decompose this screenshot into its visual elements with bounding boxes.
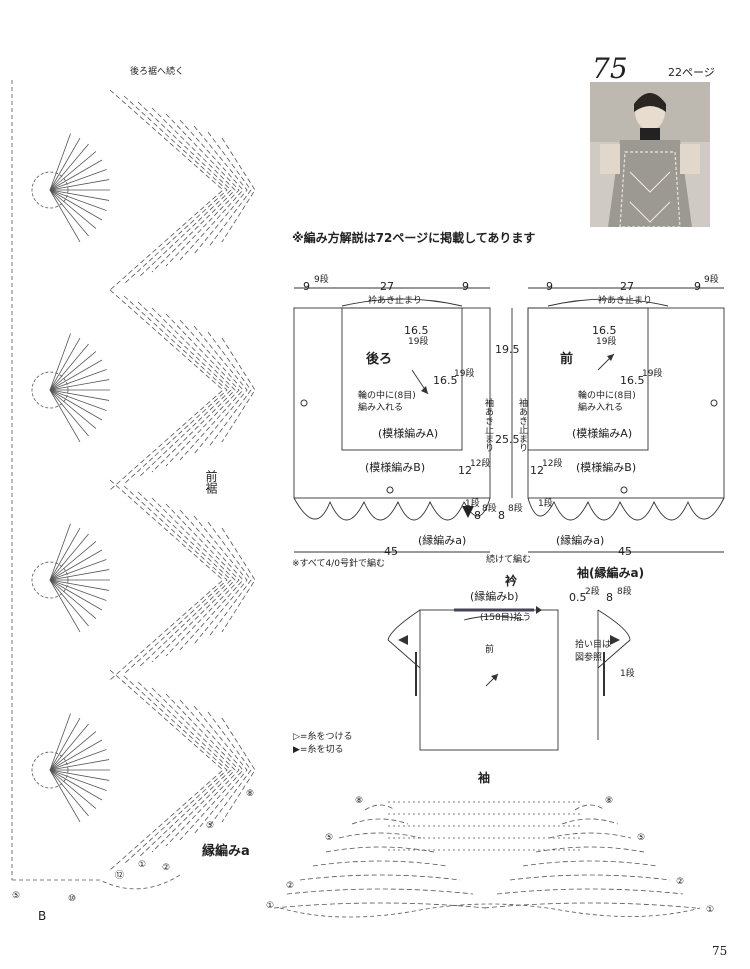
pickup-note-1: 拾い目は [575, 640, 612, 650]
row-marker-1: ① [138, 860, 147, 870]
row-marker-5b: ⑤ [12, 891, 21, 901]
sleeve-row-marker-5-right: ⑤ [637, 833, 646, 843]
legend-cut: ▶=糸を切る [293, 745, 344, 755]
crochet-chart-front-hem [11, 80, 256, 890]
instruction-note: ※編み方解説は72ページに掲載してあります [292, 231, 536, 245]
row-marker-5: ⑤ [206, 821, 215, 831]
back-edging: (縁編みa) [418, 534, 467, 547]
upper-height-dim: 19.5 [495, 343, 520, 356]
assembly-schematic-lines [387, 606, 631, 751]
back-center-note-2: 編み入れる [358, 403, 404, 413]
collar-title: 衿 [505, 574, 518, 588]
back-dim-edging-rows: 8段 [482, 504, 497, 514]
back-dim-inner-h-rows: 19段 [408, 337, 429, 347]
back-dim-top-left-rows: 9段 [314, 275, 329, 285]
back-dim-edging: 8 [474, 509, 481, 522]
sleeve-chart-title: 袖 [478, 771, 491, 785]
assembly-edge-rows: 1段 [620, 669, 635, 679]
back-neck-stop: 衿あき止まり [368, 296, 423, 306]
sleeve-title: 袖(縁編みa) [577, 566, 645, 580]
back-center-note-1: 輪の中に(8目) [358, 391, 416, 401]
front-dim-top-right: 9 [694, 280, 701, 293]
collar-dim: 0.5 [569, 591, 587, 604]
back-dim-edge-rows: 1段 [465, 499, 480, 509]
continue-knit-label: 続けて編む [486, 555, 532, 565]
back-dim-top-mid: 27 [380, 280, 394, 293]
front-dim-b-rows: 12段 [542, 459, 563, 469]
front-dim-width: 45 [618, 545, 632, 558]
continue-to-back-hem-label: 後ろ裾へ続く [130, 67, 185, 77]
legend-attach: ▷=糸をつける [293, 732, 353, 742]
sleeve-row-marker-1-right: ① [706, 905, 715, 915]
front-dim-top-mid: 27 [620, 280, 634, 293]
b-label: B [38, 909, 47, 923]
back-dim-b-height: 12 [458, 464, 472, 477]
sleeve-dim: 8 [606, 591, 613, 604]
row-marker-10: ⑩ [68, 894, 77, 904]
back-dim-width: 45 [384, 545, 398, 558]
collar-rows: 2段 [585, 587, 600, 597]
back-dim-inner-h: 16.5 [404, 324, 429, 337]
body-schematic-lines [293, 287, 725, 553]
front-dim-inner-h: 16.5 [592, 324, 617, 337]
total-height-dim: 25.5 [495, 433, 520, 446]
row-marker-8: ⑧ [246, 789, 255, 799]
sleeve-row-marker-8-left: ⑧ [355, 796, 364, 806]
back-dim-inner-w-rows: 19段 [454, 369, 475, 379]
front-dim-inner-h-rows: 19段 [596, 337, 617, 347]
sleeve-row-marker-1-left: ① [266, 901, 275, 911]
page-number: 75 [712, 944, 728, 958]
back-dim-b-rows: 12段 [470, 459, 491, 469]
front-dim-edging-rows: 8段 [508, 504, 523, 514]
edging-a-label: 縁編みa [202, 844, 250, 859]
sleeve-row-marker-2-right: ② [676, 877, 685, 887]
front-neck-stop: 衿あき止まり [598, 296, 653, 306]
sleeve-row-marker-5-left: ⑤ [325, 833, 334, 843]
back-dim-inner-w: 16.5 [433, 374, 458, 387]
back-pattern-b: (模様編みB) [365, 461, 426, 474]
front-dim-b-height: 12 [530, 464, 544, 477]
row-marker-2: ② [162, 863, 171, 873]
crochet-chart-sleeve [273, 801, 701, 918]
front-dim-edge-rows: 1段 [538, 499, 553, 509]
front-hem-label: 前裾 [204, 470, 218, 494]
back-dim-top-left: 9 [303, 280, 310, 293]
front-panel-name: 前 [560, 352, 574, 367]
sleeve-row-marker-8-right: ⑧ [605, 796, 614, 806]
front-dim-inner-w: 16.5 [620, 374, 645, 387]
front-dim-top-right-rows: 9段 [704, 275, 719, 285]
pattern-number: 75 [592, 52, 628, 85]
page-reference: 22ページ [668, 66, 715, 79]
needle-note: ※すべて4/0号針で編む [292, 559, 386, 569]
front-center-note-1: 輪の中に(8目) [578, 391, 636, 401]
front-dim-edging: 8 [498, 509, 505, 522]
armhole-stop-right: 袖あき止まり [517, 398, 527, 452]
row-marker-12: ⑫ [115, 871, 125, 881]
sleeve-row-marker-2-left: ② [286, 881, 295, 891]
back-dim-top-right: 9 [462, 280, 469, 293]
front-edging: (縁編みa) [556, 534, 605, 547]
collar-pickup: (158目)拾う [480, 613, 532, 623]
front-pattern-a: (模様編みA) [572, 427, 633, 440]
armhole-stop-left: 袖あき止まり [483, 398, 493, 452]
front-center-note-2: 編み入れる [578, 403, 624, 413]
front-pattern-b: (模様編みB) [576, 461, 637, 474]
collar-pattern: (縁編みb) [470, 590, 519, 603]
model-photo [590, 82, 710, 227]
front-dim-top-left: 9 [546, 280, 553, 293]
back-panel-name: 後ろ [366, 352, 393, 367]
front-dim-inner-w-rows: 19段 [642, 369, 663, 379]
pickup-note-2: 図参照 [575, 653, 603, 663]
sleeve-rows: 8段 [617, 587, 632, 597]
assembly-front-label: 前 [485, 645, 495, 655]
back-pattern-a: (模様編みA) [378, 427, 439, 440]
